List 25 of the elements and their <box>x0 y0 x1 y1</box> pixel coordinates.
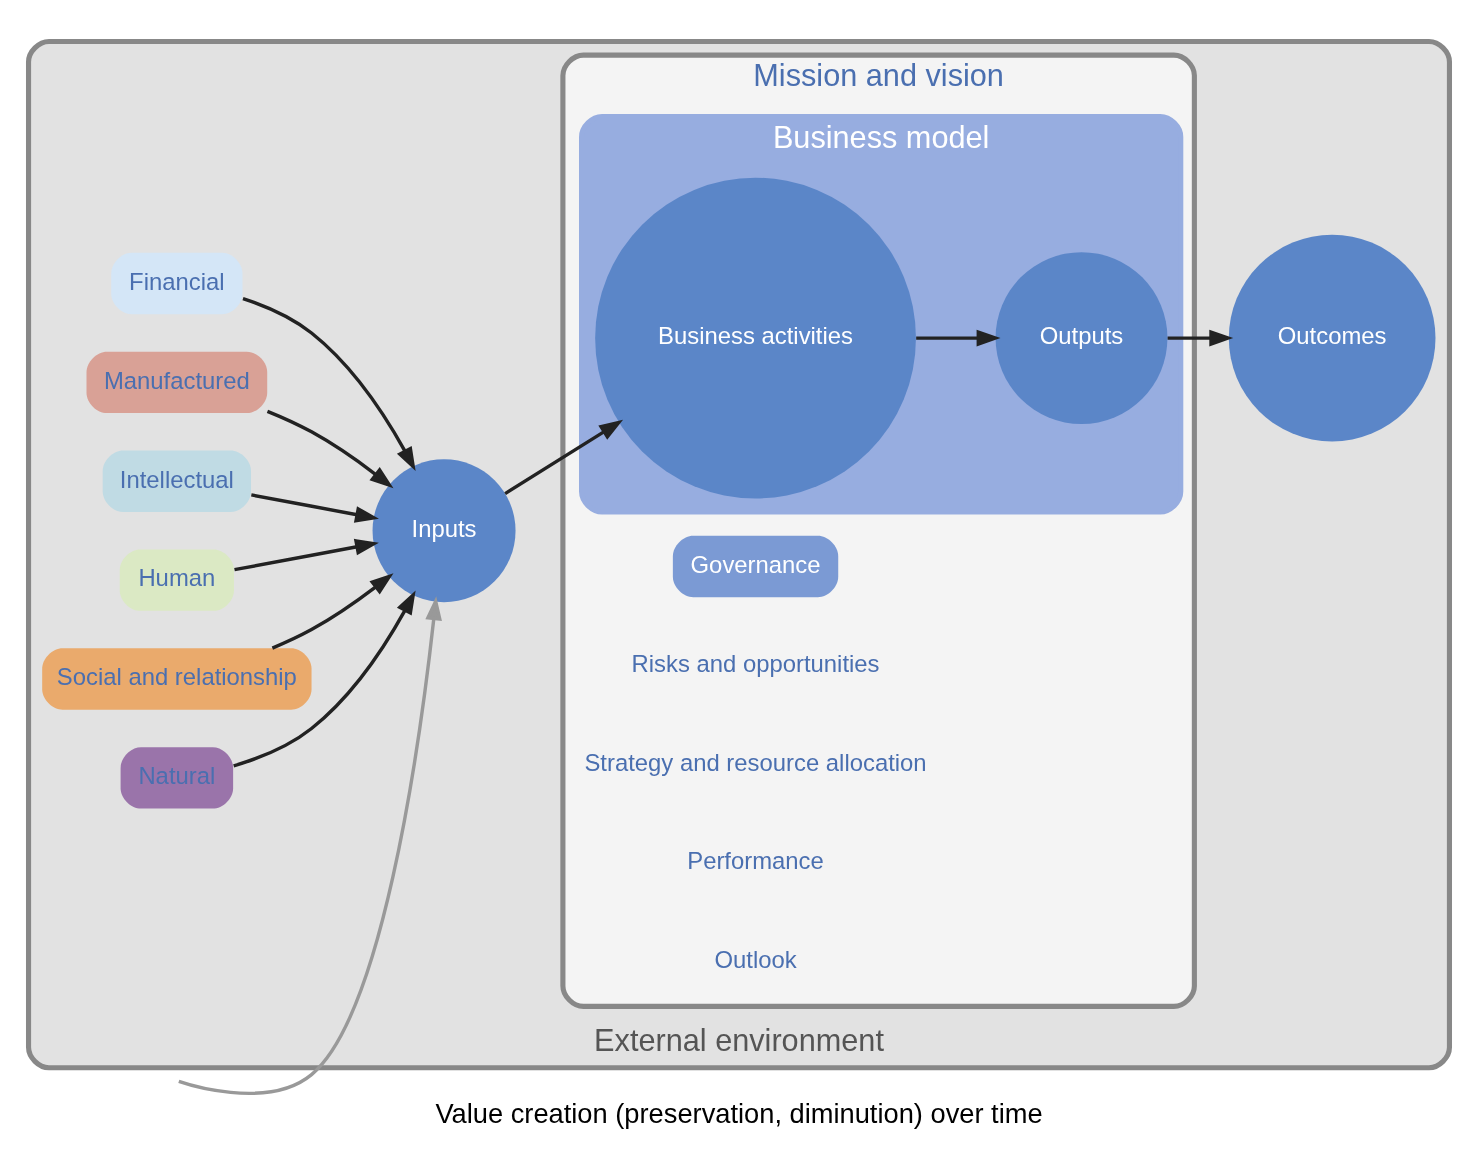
node-box: Governance <box>672 535 839 597</box>
node-circle: Outputs <box>995 251 1168 424</box>
label: Strategy and resource allocation <box>584 748 927 776</box>
caption: Value creation (preservation, diminution) over time <box>435 1097 1043 1128</box>
arrow <box>233 590 416 767</box>
node-box: Manufactured <box>86 351 268 413</box>
node-circle: Inputs <box>372 458 516 602</box>
arrow <box>916 329 1001 346</box>
arrow <box>234 538 379 571</box>
arrow <box>266 409 394 488</box>
node-box: Intellectual <box>102 450 251 512</box>
label: Risks and opportunities <box>631 649 880 677</box>
label: Performance <box>687 846 824 874</box>
arrow <box>504 419 624 495</box>
arrow <box>1167 329 1234 346</box>
node-box: Human <box>119 549 234 611</box>
label: Outlook <box>714 945 797 973</box>
arrow <box>251 492 379 523</box>
arrow <box>178 595 442 1095</box>
node-box: Natural <box>120 746 234 809</box>
node-box: Social and relationship <box>42 647 312 710</box>
node-box: Financial <box>111 252 243 314</box>
arrow <box>242 296 416 471</box>
node-circle: Outcomes <box>1228 234 1436 441</box>
arrow <box>271 572 394 650</box>
